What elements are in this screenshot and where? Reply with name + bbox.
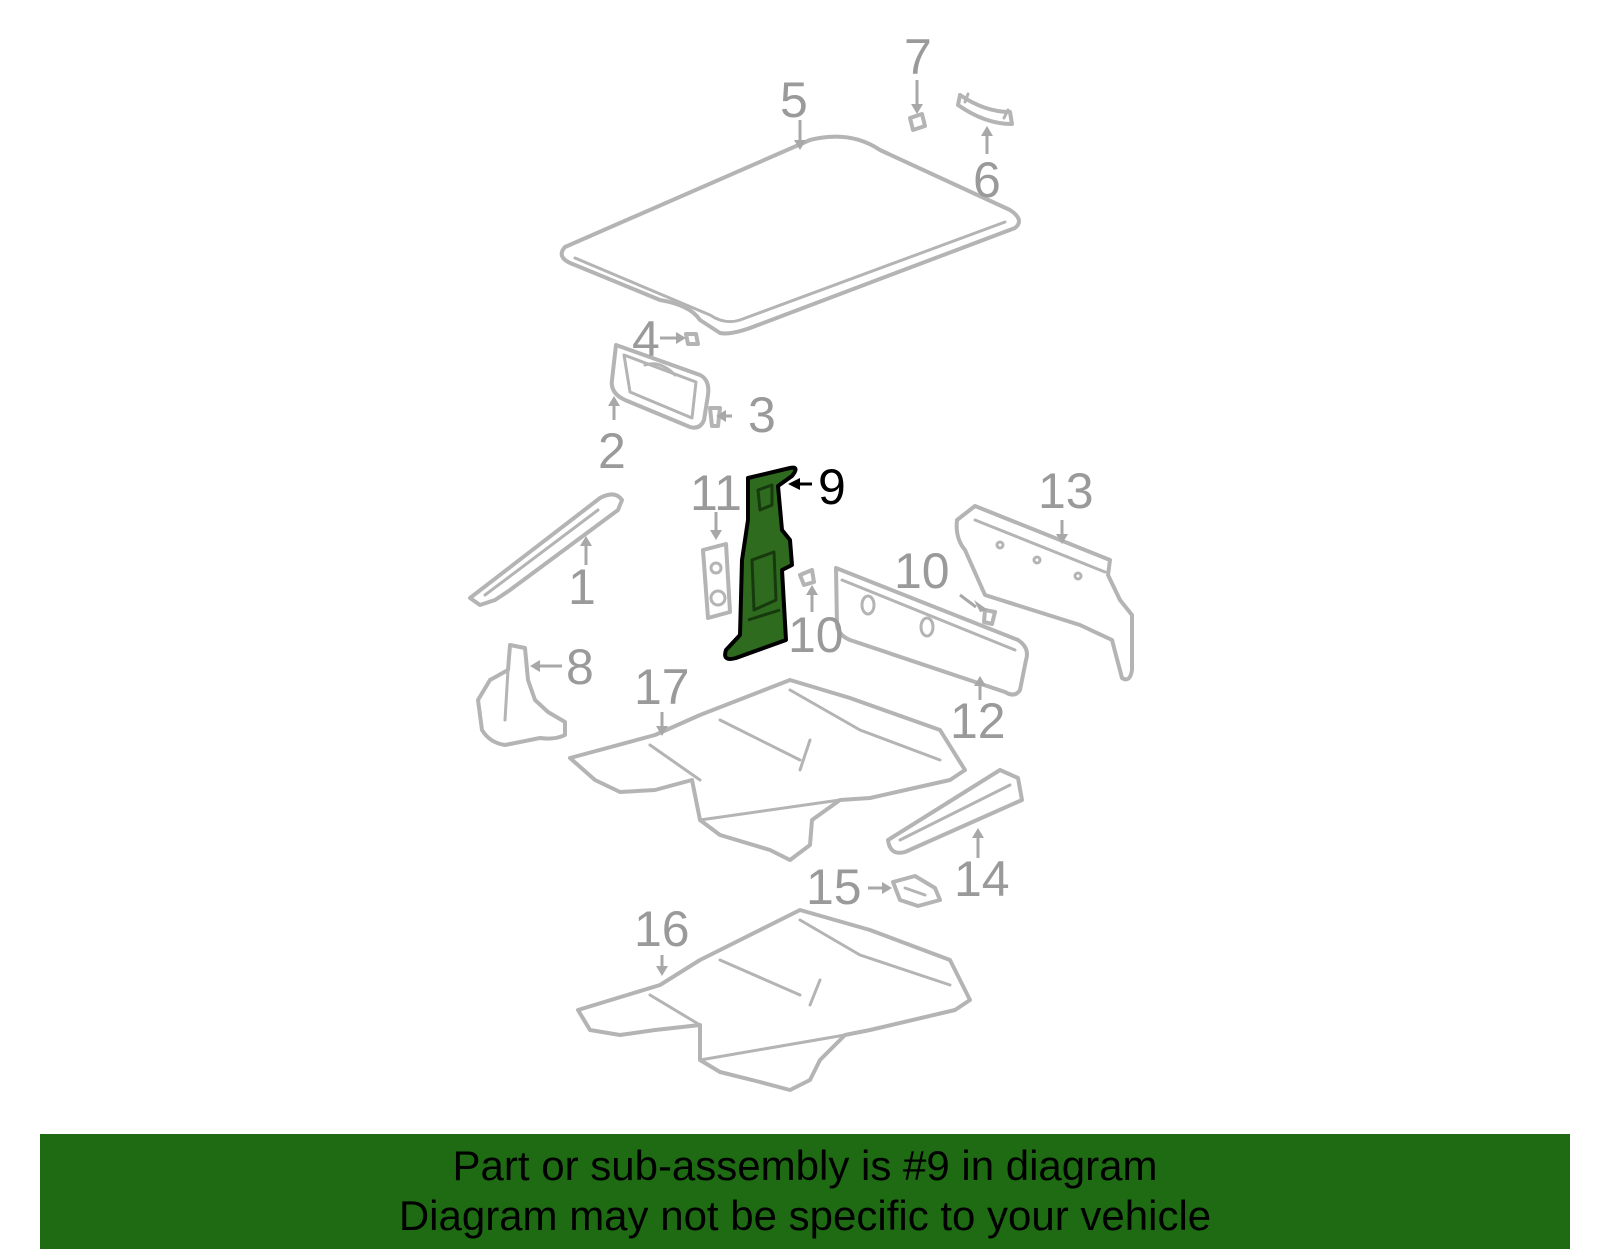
callout-4: 4 <box>632 311 660 367</box>
callout-1: 1 <box>568 559 596 615</box>
callout-7: 7 <box>904 29 932 85</box>
part-17-carpet[interactable] <box>568 678 967 862</box>
callout-2: 2 <box>598 423 626 479</box>
callout-12: 12 <box>950 693 1006 749</box>
callout-17: 17 <box>634 659 690 715</box>
part-6-grab-handle[interactable] <box>956 92 1014 126</box>
callout-arrows <box>530 80 1068 976</box>
banner-line-2: Diagram may not be specific to your vehi… <box>398 1192 1212 1239</box>
part-15-bracket[interactable] <box>891 874 942 908</box>
callout-15: 15 <box>806 859 862 915</box>
callout-10-lower: 10 <box>788 607 844 663</box>
callout-8: 8 <box>566 639 594 695</box>
part-3-screw[interactable] <box>708 406 722 428</box>
part-10-push-pin[interactable] <box>798 568 816 587</box>
callout-14: 14 <box>954 851 1010 907</box>
banner-line-1: Part or sub-assembly is #9 in diagram <box>452 1142 1158 1189</box>
callout-16: 16 <box>634 901 690 957</box>
part-12-rear-trim[interactable] <box>834 566 1029 697</box>
part-9-b-pillar-trim[interactable] <box>723 465 798 661</box>
callout-10-upper: 10 <box>894 543 950 599</box>
callout-9: 9 <box>818 459 846 515</box>
callout-6: 6 <box>973 152 1001 208</box>
callout-3: 3 <box>748 387 776 443</box>
part-5-headliner[interactable] <box>559 134 1021 336</box>
part-10-pin-right[interactable] <box>982 608 997 626</box>
part-11-bracket[interactable] <box>701 542 732 620</box>
callout-5: 5 <box>780 72 808 128</box>
part-4-clip[interactable] <box>684 332 700 346</box>
part-7-clip[interactable] <box>908 112 927 132</box>
part-1-a-pillar-trim[interactable] <box>468 492 624 607</box>
part-14-sill-plate[interactable] <box>886 768 1024 855</box>
part-2-sun-visor[interactable] <box>609 343 711 430</box>
part-16-floor-insulator[interactable] <box>576 908 972 1092</box>
part-13-back-panel[interactable] <box>954 504 1134 682</box>
info-banner: Part or sub-assembly is #9 in diagram Di… <box>40 1134 1570 1249</box>
part-8-lower-trim[interactable] <box>476 643 567 747</box>
callout-11: 11 <box>690 465 742 521</box>
callout-13: 13 <box>1038 463 1094 519</box>
